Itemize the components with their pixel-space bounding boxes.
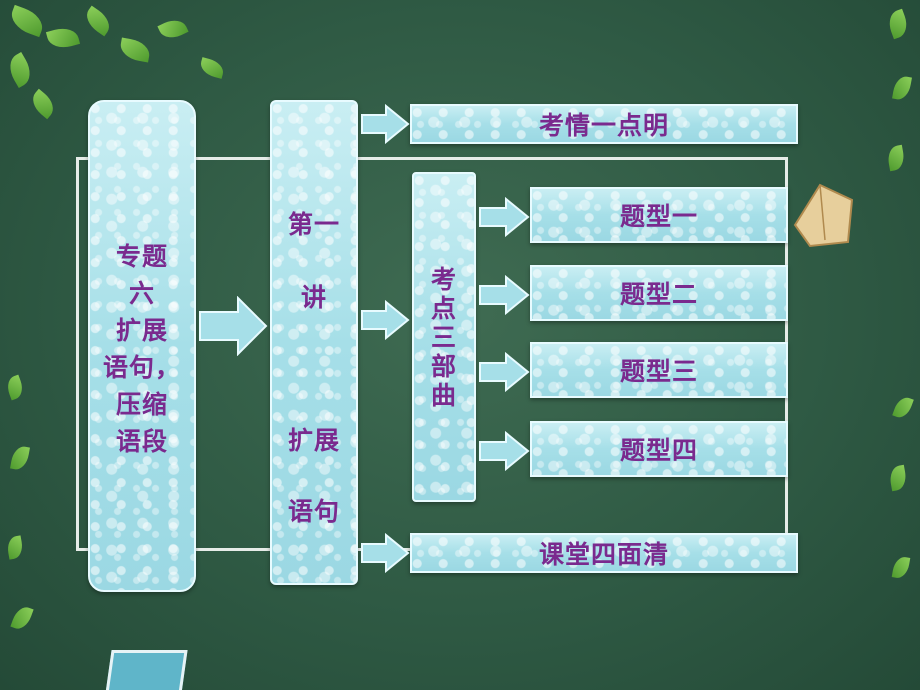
arrow-to-question-type-3 [479, 352, 530, 392]
lecture-line-3: 扩展 [287, 426, 340, 455]
lecture-line-4: 语句 [287, 497, 340, 526]
topic-box[interactable]: 专题 六 扩展 语句， 压缩 语段 [88, 100, 196, 592]
question-type-label-3: 题型三 [619, 357, 698, 386]
question-type-box-1[interactable]: 题型一 [530, 187, 788, 243]
arrow-to-question-type-1 [479, 197, 530, 237]
arrow-to-question-type-4 [479, 431, 530, 471]
arrow-lecture-to-exam-info [361, 104, 410, 144]
topic-line-4: 语句， [102, 353, 181, 382]
question-type-box-3[interactable]: 题型三 [530, 342, 788, 398]
arrow-topic-to-lecture [199, 296, 268, 356]
three-parts-box[interactable]: 考 点 三 部 曲 [412, 172, 476, 502]
question-type-label-4: 题型四 [619, 436, 698, 465]
exam-info-label: 考情一点明 [538, 111, 669, 140]
topic-line-2: 六 [128, 279, 155, 308]
topic-line-1: 专题 [115, 242, 168, 271]
lecture-box[interactable]: 第一 讲 扩展 语句 [270, 100, 358, 585]
arrow-lecture-to-three-parts [361, 300, 410, 340]
class-summary-label: 课堂四面清 [538, 540, 669, 569]
topic-line-3: 扩展 [115, 316, 168, 345]
lecture-line-1: 第一 [287, 210, 340, 239]
lecture-line-2: 讲 [300, 283, 327, 312]
class-summary-box[interactable]: 课堂四面清 [410, 533, 798, 573]
three-parts-char-2: 点 [430, 293, 457, 323]
topic-line-6: 语段 [115, 427, 168, 456]
topic-line-5: 压缩 [115, 390, 168, 419]
question-type-box-4[interactable]: 题型四 [530, 421, 788, 477]
exam-info-box[interactable]: 考情一点明 [410, 104, 798, 144]
three-parts-char-5: 曲 [430, 380, 457, 410]
question-type-box-2[interactable]: 题型二 [530, 265, 788, 321]
question-type-label-1: 题型一 [619, 202, 698, 231]
three-parts-char-1: 考 [430, 264, 457, 294]
arrow-to-question-type-2 [479, 275, 530, 315]
question-type-label-2: 题型二 [619, 280, 698, 309]
three-parts-char-4: 部 [430, 351, 457, 381]
three-parts-char-3: 三 [430, 322, 457, 352]
book-decoration [104, 650, 188, 690]
arrow-lecture-to-class-summary [361, 533, 410, 573]
paper-note-decoration [793, 183, 854, 248]
